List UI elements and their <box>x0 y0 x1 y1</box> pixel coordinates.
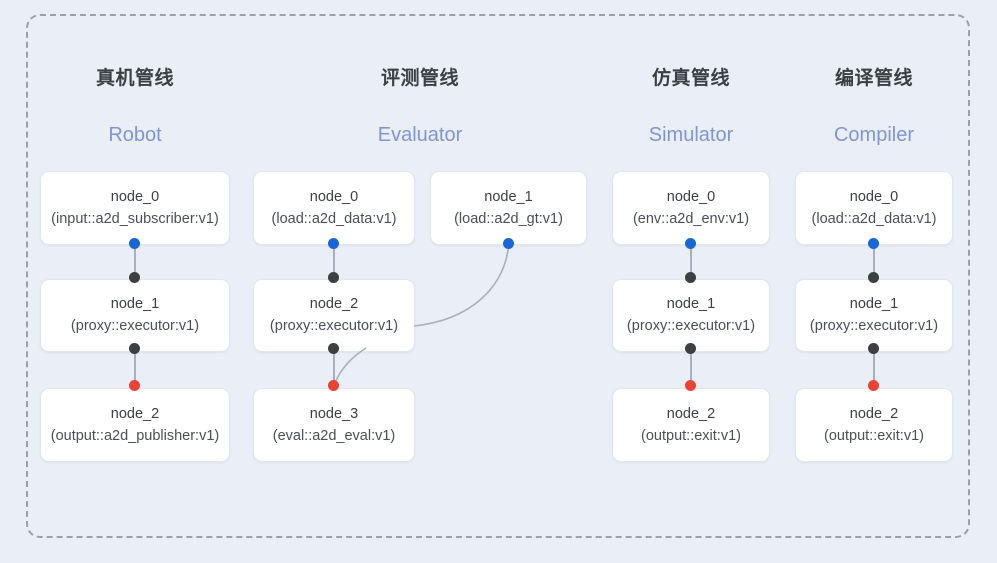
node-name: node_2 <box>849 405 899 422</box>
node-name: node_2 <box>309 296 359 313</box>
node-name: node_1 <box>666 296 716 313</box>
node-type: (load::a2d_data:v1) <box>811 210 937 227</box>
column-title-robot: 真机管线 <box>95 68 174 89</box>
column-title-simulator: 仿真管线 <box>651 68 730 89</box>
node-type: (input::a2d_subscriber:v1) <box>51 210 219 227</box>
node-simulator-2[interactable]: node_2 (output::exit:v1) <box>612 388 770 462</box>
port-output-robot-1[interactable] <box>129 343 140 354</box>
column-subtitle-compiler: Compiler <box>833 124 915 146</box>
node-name: node_0 <box>849 188 899 205</box>
edge-compiler-1-to-2 <box>873 348 875 385</box>
node-name: node_2 <box>666 405 716 422</box>
port-input-compiler-1[interactable] <box>868 272 879 283</box>
column-subtitle-robot: Robot <box>108 124 162 146</box>
node-evaluator-1[interactable]: node_1 (load::a2d_gt:v1) <box>430 171 587 245</box>
node-compiler-1[interactable]: node_1 (proxy::executor:v1) <box>795 279 953 352</box>
node-compiler-2[interactable]: node_2 (output::exit:v1) <box>795 388 953 462</box>
port-output-simulator-1[interactable] <box>685 343 696 354</box>
node-compiler-0[interactable]: node_0 (load::a2d_data:v1) <box>795 171 953 245</box>
port-output-robot-0[interactable] <box>129 238 140 249</box>
port-output-compiler-0[interactable] <box>868 238 879 249</box>
node-evaluator-0[interactable]: node_0 (load::a2d_data:v1) <box>253 171 415 245</box>
node-type: (proxy::executor:v1) <box>626 318 756 334</box>
node-type: (output::exit:v1) <box>641 427 741 444</box>
port-output-compiler-1[interactable] <box>868 343 879 354</box>
node-evaluator-2[interactable]: node_2 (proxy::executor:v1) <box>253 279 415 352</box>
node-name: node_3 <box>309 405 359 422</box>
node-name: node_2 <box>110 405 160 422</box>
node-type: (output::exit:v1) <box>824 427 924 444</box>
column-subtitle-evaluator: Evaluator <box>377 124 463 146</box>
node-evaluator-3[interactable]: node_3 (eval::a2d_eval:v1) <box>253 388 415 462</box>
node-type: (load::a2d_gt:v1) <box>454 210 563 227</box>
edge-robot-1-to-2 <box>134 348 136 385</box>
node-name: node_0 <box>309 188 359 205</box>
edge-robot-0-to-1 <box>134 243 136 278</box>
port-input-compiler-2[interactable] <box>868 380 879 391</box>
node-type: (output::a2d_publisher:v1) <box>50 427 220 444</box>
port-input-simulator-2[interactable] <box>685 380 696 391</box>
column-title-evaluator: 评测管线 <box>380 68 459 89</box>
node-robot-2[interactable]: node_2 (output::a2d_publisher:v1) <box>40 388 230 462</box>
port-input-evaluator-2[interactable] <box>328 272 339 283</box>
node-type: (load::a2d_data:v1) <box>271 210 397 227</box>
node-name: node_0 <box>666 188 716 205</box>
node-type: (env::a2d_env:v1) <box>632 210 750 227</box>
node-name: node_0 <box>110 188 160 205</box>
node-name: node_1 <box>484 188 533 205</box>
node-robot-0[interactable]: node_0 (input::a2d_subscriber:v1) <box>40 171 230 245</box>
port-output-evaluator-1[interactable] <box>503 238 514 249</box>
node-simulator-1[interactable]: node_1 (proxy::executor:v1) <box>612 279 770 352</box>
column-subtitle-simulator: Simulator <box>648 124 734 146</box>
node-type: (proxy::executor:v1) <box>809 318 939 334</box>
node-name: node_1 <box>110 296 160 313</box>
node-robot-1[interactable]: node_1 (proxy::executor:v1) <box>40 279 230 352</box>
edge-eval-gt-to-executor <box>413 242 510 327</box>
port-input-robot-2[interactable] <box>129 380 140 391</box>
port-output-evaluator-0[interactable] <box>328 238 339 249</box>
edge-simulator-1-to-2 <box>690 348 692 385</box>
port-output-simulator-0[interactable] <box>685 238 696 249</box>
edge-eval-executor-to-eval <box>333 347 367 386</box>
edge-compiler-0-to-1 <box>873 243 875 278</box>
diagram-dashed-frame <box>26 14 970 538</box>
port-input-robot-1[interactable] <box>129 272 140 283</box>
port-input-simulator-1[interactable] <box>685 272 696 283</box>
node-type: (proxy::executor:v1) <box>269 318 399 334</box>
port-input-evaluator-3[interactable] <box>328 380 339 391</box>
edge-simulator-0-to-1 <box>690 243 692 278</box>
port-output-evaluator-2[interactable] <box>328 343 339 354</box>
node-type: (proxy::executor:v1) <box>70 318 200 334</box>
column-title-compiler: 编译管线 <box>834 68 913 89</box>
node-name: node_1 <box>849 296 899 313</box>
node-simulator-0[interactable]: node_0 (env::a2d_env:v1) <box>612 171 770 245</box>
node-type: (eval::a2d_eval:v1) <box>272 427 396 444</box>
edge-evaluator-0-to-2 <box>333 243 335 278</box>
